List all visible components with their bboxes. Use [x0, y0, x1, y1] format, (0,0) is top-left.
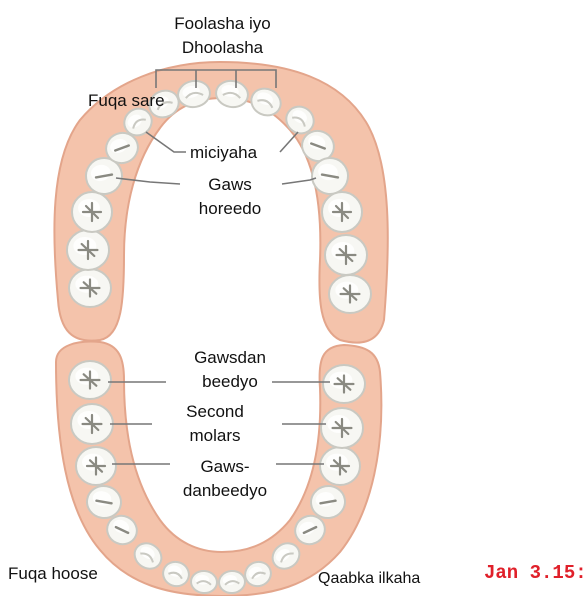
tooth-icon — [71, 404, 113, 444]
second-molars-label-line2: molars — [160, 424, 270, 448]
tooth-icon — [69, 269, 111, 307]
figure-number: Jan 3.15: — [484, 562, 583, 584]
lower-first-molars-label-line2: beedyo — [165, 370, 295, 394]
tooth-icon — [76, 447, 116, 485]
tooth-icon — [72, 192, 112, 232]
lower-first-molars-label-line1: Gawsdan — [165, 346, 295, 370]
upper-premolars-label-line1: Gaws — [175, 173, 285, 197]
figure-caption: Qaabka ilkaha — [318, 567, 420, 591]
upper-jaw-label: Fuqa sare — [88, 89, 165, 113]
lower-first-molars-label: Gawsdan beedyo — [165, 346, 295, 394]
incisors-label-line2: Dhoolasha — [150, 36, 295, 60]
tooth-icon — [329, 275, 371, 313]
canines-label: miciyaha — [190, 141, 257, 165]
tooth-icon — [321, 408, 363, 448]
canine-leader-right — [280, 132, 298, 152]
lower-premolars-label-line1: Gaws- — [165, 455, 285, 479]
tooth-icon — [325, 235, 367, 275]
upper-premolars-label: Gaws horeedo — [175, 173, 285, 221]
second-molars-label-line1: Second — [160, 400, 270, 424]
second-molars-label: Second molars — [160, 400, 270, 448]
premolar-leader-right — [282, 178, 316, 184]
incisors-label-line1: Foolasha iyo — [150, 12, 295, 36]
tooth-icon — [69, 361, 111, 399]
tooth-icon — [322, 192, 362, 232]
tooth-icon — [323, 365, 365, 403]
tooth-icon — [320, 447, 360, 485]
lower-jaw-label: Fuqa hoose — [8, 562, 98, 586]
tooth-icon — [67, 230, 109, 270]
incisors-label: Foolasha iyo Dhoolasha — [150, 12, 295, 60]
upper-premolars-label-line2: horeedo — [175, 197, 285, 221]
lower-premolars-label-line2: danbeedyo — [165, 479, 285, 503]
lower-premolars-label: Gaws- danbeedyo — [165, 455, 285, 503]
